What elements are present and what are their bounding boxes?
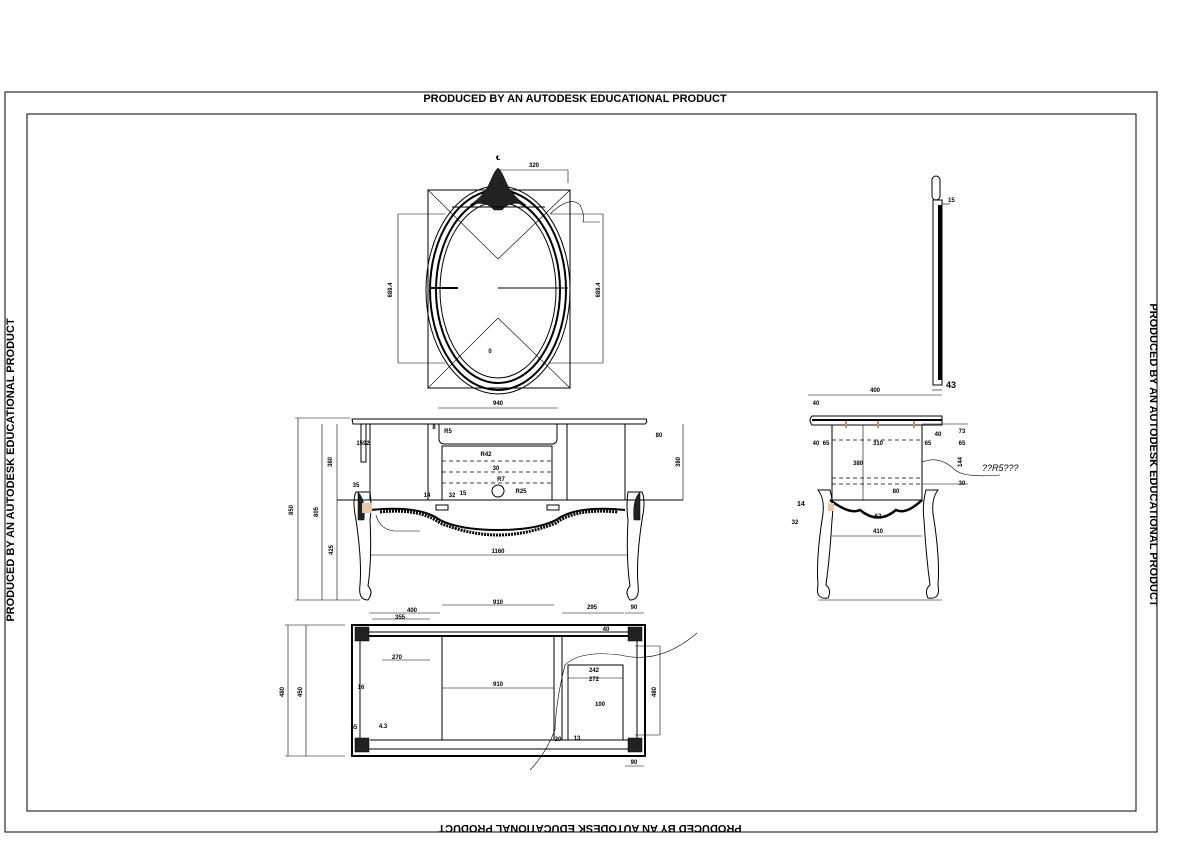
dim-label: 14: [424, 493, 431, 499]
watermark-left: PRODUCED BY AN AUTODESK EDUCATIONAL PROD…: [5, 318, 17, 622]
dim-label: 15: [460, 491, 467, 497]
watermark-bottom: PRODUCED BY AN AUTODESK EDUCATIONAL PROD…: [438, 822, 742, 834]
dim-label: 380: [328, 456, 334, 467]
side-right-leg: [922, 489, 940, 599]
dim-label: R7: [497, 477, 505, 483]
crest-ornament: [469, 167, 527, 211]
dim-label: 16: [358, 685, 365, 691]
centerline-mark: ℄: [495, 155, 500, 162]
front-elevation: 940 8 R5 1592 380 380 80 35 14 32 15 R25…: [289, 401, 684, 601]
dim-label: 0: [488, 349, 492, 355]
dim-label: 480: [652, 686, 658, 697]
dim-label: 30: [493, 466, 500, 472]
dim-label: R5: [444, 429, 452, 435]
dim-label: 90: [631, 605, 638, 611]
dim-label: 1160: [491, 549, 505, 555]
dim-label: 480: [280, 686, 286, 697]
dim-label: 1592: [356, 441, 370, 447]
dim-label: 144: [958, 456, 964, 467]
inner-border: [26, 113, 1137, 812]
plan-view: 400 355 910 295 90 90 270 910 480 450 40…: [280, 600, 698, 771]
dim-label: 43: [946, 380, 956, 390]
dim-label: 80: [656, 433, 663, 439]
dim-label: R42: [480, 452, 492, 458]
side-left-leg: [816, 489, 834, 599]
dim-label: 40: [935, 432, 942, 438]
dim-label: 910: [493, 600, 504, 606]
side-view: 400 40 40 65 310 65 73 40 65 144 30 380 …: [792, 388, 1019, 601]
dim-label: 32: [792, 520, 799, 526]
dim-label: 272: [589, 677, 600, 683]
dim-label: 410: [873, 529, 884, 535]
dim-label: 65: [823, 441, 830, 447]
dim-label: 4.3: [379, 724, 388, 730]
dim-label: 90: [631, 760, 638, 766]
watermark-right: PRODUCED BY AN AUTODESK EDUCATIONAL PROD…: [1147, 303, 1159, 607]
dim-label: 30: [959, 481, 966, 487]
dim-label: 73: [959, 429, 966, 435]
dim-label: 310: [873, 441, 884, 447]
dim-label: 450: [298, 686, 304, 697]
dim-label: 14: [797, 501, 805, 508]
dim-label: 45: [351, 725, 358, 731]
dim-label: 940: [493, 401, 504, 407]
dim-label: 65: [925, 441, 932, 447]
dim-label: 62: [875, 514, 882, 520]
dim-label: 320: [529, 163, 540, 169]
dim-label: 270: [392, 655, 403, 661]
dim-label: 13: [574, 736, 581, 742]
dim-label: 380: [676, 456, 682, 467]
dim-label: 425: [329, 544, 335, 555]
dim-label: 355: [395, 615, 406, 621]
dim-label: 850: [289, 504, 295, 515]
dim-label: 805: [314, 506, 320, 517]
dim-label: 242: [589, 668, 600, 674]
dim-label: 80: [893, 489, 900, 495]
dim-label: 380: [853, 461, 864, 467]
dim-label: 65: [959, 441, 966, 447]
mirror-side-view: 15 43: [931, 175, 956, 391]
left-leg: [353, 491, 372, 601]
dim-label: 100: [595, 702, 606, 708]
dim-label: 400: [870, 388, 881, 394]
dim-label: 689.4: [388, 282, 394, 298]
dim-label: 40: [603, 627, 610, 633]
dim-label: 295: [587, 605, 598, 611]
dim-label: 40: [813, 401, 820, 407]
dim-label: 400: [407, 608, 418, 614]
dim-label: 35: [353, 483, 360, 489]
dim-label: 8: [432, 425, 436, 431]
annotation-note: ??R5???: [982, 463, 1019, 473]
dim-label: 40: [813, 441, 820, 447]
right-leg: [626, 491, 645, 601]
dim-label: 15: [948, 198, 955, 204]
dim-label: 689.4: [596, 282, 602, 298]
dim-label: 20: [555, 737, 562, 743]
dim-label: 910: [493, 682, 504, 688]
watermark-top: PRODUCED BY AN AUTODESK EDUCATIONAL PROD…: [423, 93, 727, 105]
dim-label: 32: [449, 493, 456, 499]
mirror-front-view: ℄ 320 689.4 689.4 0: [388, 155, 604, 395]
dim-label: R25: [515, 489, 527, 495]
outer-border: [4, 91, 1158, 833]
